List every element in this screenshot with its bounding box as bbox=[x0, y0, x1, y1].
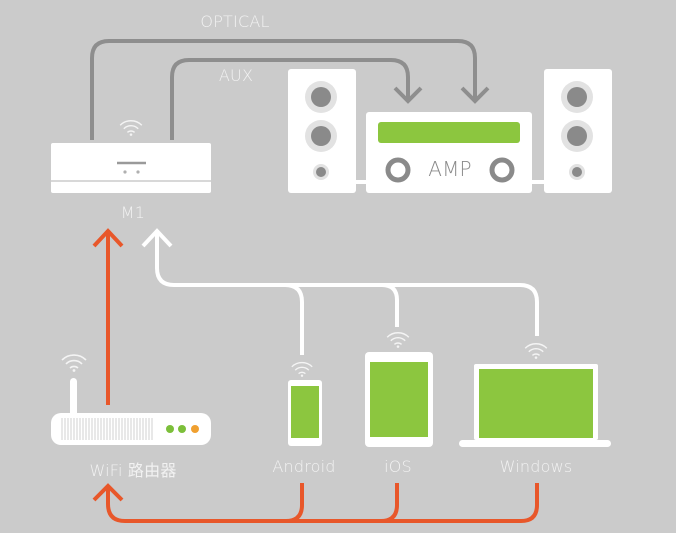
router-led-2-icon bbox=[178, 425, 186, 433]
device-control-links bbox=[141, 228, 539, 355]
left-speaker bbox=[288, 69, 356, 193]
amp-device bbox=[366, 112, 532, 193]
router-led-1-icon bbox=[166, 425, 174, 433]
laptop-base bbox=[459, 440, 611, 447]
windows-screen bbox=[479, 369, 593, 438]
ios-screen bbox=[370, 362, 428, 437]
router-label: WiFi 路由器 bbox=[89, 461, 177, 480]
right-speaker bbox=[544, 69, 612, 193]
orange-router-arrow-icon bbox=[92, 483, 124, 502]
amp-display bbox=[378, 122, 520, 143]
left-speaker-wire bbox=[356, 180, 368, 184]
device-network-links bbox=[92, 483, 539, 523]
android-label: Android bbox=[272, 457, 336, 476]
amp-label: AMP bbox=[428, 157, 472, 181]
router-to-m1-link bbox=[92, 228, 124, 405]
right-speaker-wire bbox=[532, 180, 544, 184]
amp-left-knob-icon bbox=[385, 157, 411, 183]
android-phone bbox=[288, 361, 322, 446]
wifi-icon bbox=[291, 361, 313, 377]
android-screen bbox=[291, 386, 319, 438]
aux-arrow-icon bbox=[393, 86, 423, 104]
amp-right-knob-icon bbox=[489, 157, 515, 183]
m1-wifi-led-icon bbox=[123, 170, 127, 174]
aux-label: AUX bbox=[218, 66, 254, 85]
router-led-3-icon bbox=[191, 425, 199, 433]
m1-label: M1 bbox=[120, 203, 146, 222]
wifi-icon bbox=[386, 331, 410, 348]
windows-label: Windows bbox=[499, 457, 573, 476]
m1-power-led-icon bbox=[136, 170, 140, 174]
router-antenna bbox=[70, 378, 77, 418]
ios-tablet bbox=[365, 331, 433, 447]
wifi-router bbox=[51, 354, 211, 445]
ios-label: iOS bbox=[384, 457, 412, 476]
optical-label: OPTICAL bbox=[200, 12, 270, 31]
windows-laptop bbox=[459, 342, 611, 447]
orange-up-arrow-icon bbox=[92, 228, 124, 248]
aux-cable bbox=[170, 58, 423, 140]
m1-device bbox=[51, 119, 211, 193]
optical-cable bbox=[90, 39, 490, 140]
wifi-icon bbox=[524, 342, 548, 359]
wifi-icon bbox=[61, 354, 87, 372]
wifi-icon bbox=[119, 119, 143, 136]
optical-arrow-icon bbox=[460, 86, 490, 104]
white-up-arrow-icon bbox=[141, 228, 173, 248]
